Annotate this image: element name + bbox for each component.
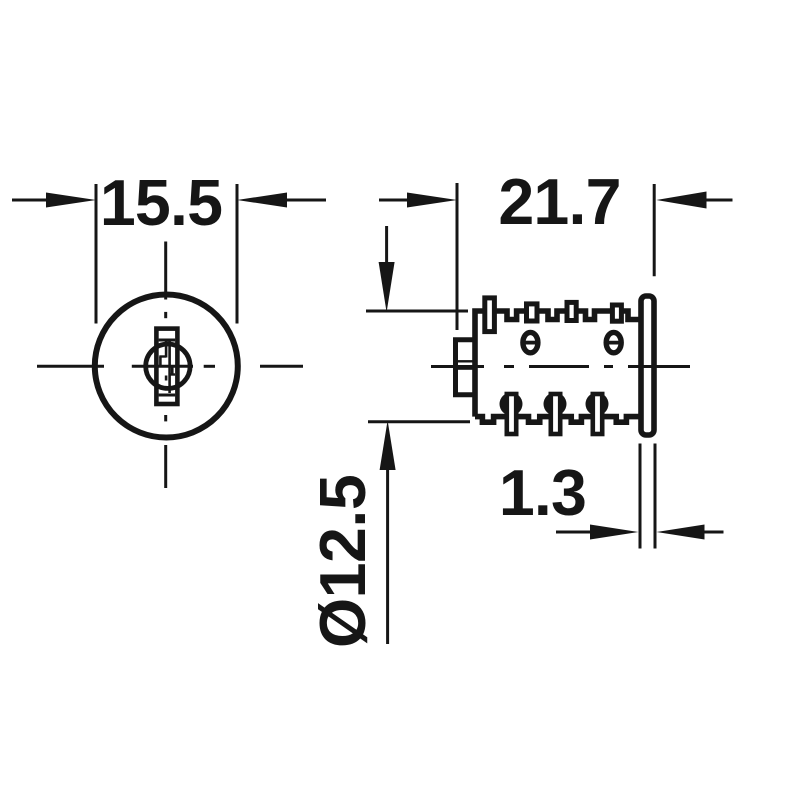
svg-text:15.5: 15.5 xyxy=(100,167,222,239)
svg-text:21.7: 21.7 xyxy=(498,166,620,238)
svg-text:1.3: 1.3 xyxy=(499,457,586,529)
svg-text:Ø12.5: Ø12.5 xyxy=(307,475,379,648)
